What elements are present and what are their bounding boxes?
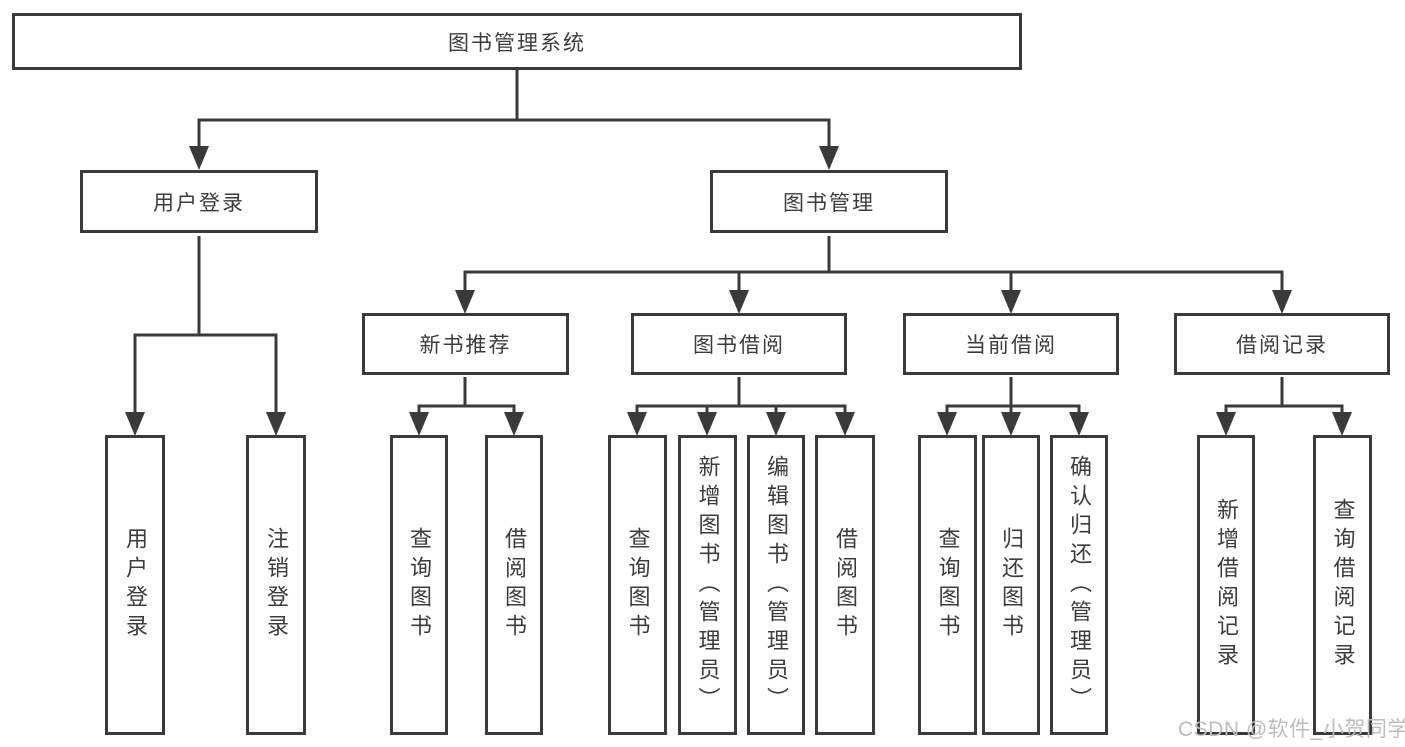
node-label: 借阅图书: [502, 527, 527, 643]
node-label: 借阅记录: [1236, 334, 1328, 357]
node-label: 图书借阅: [693, 334, 785, 357]
leaf-logout: 注销登录: [246, 435, 306, 735]
node-book-management: 图书管理: [710, 170, 948, 233]
node-label: 查询图书: [625, 527, 651, 643]
node-book-borrowing: 图书借阅: [631, 313, 847, 375]
leaf-borrow-books-recommend: 借阅图书: [485, 435, 543, 735]
node-label: 图书管理: [783, 191, 875, 215]
node-label: 用户登录: [153, 191, 245, 215]
node-label: 新增图书（管理员）: [695, 454, 721, 716]
node-new-book-recommendation: 新书推荐: [362, 313, 569, 375]
node-label: 查询借阅记录: [1330, 498, 1356, 672]
node-label: 用户登录: [123, 527, 148, 643]
node-label: 确认归还（管理员）: [1067, 454, 1092, 716]
node-label: 归还图书: [999, 527, 1024, 643]
leaf-add-books-admin: 新增图书（管理员）: [678, 435, 737, 735]
leaf-return-books: 归还图书: [982, 435, 1040, 735]
leaf-query-books-recommend: 查询图书: [390, 435, 448, 735]
node-user-login: 用户登录: [80, 170, 318, 233]
leaf-confirm-return-admin: 确认归还（管理员）: [1050, 435, 1108, 735]
node-library-management-system: 图书管理系统: [12, 13, 1022, 70]
node-label: 查询图书: [935, 527, 961, 643]
leaf-borrow-books-borrowing: 借阅图书: [815, 435, 875, 735]
leaf-user-login: 用户登录: [105, 435, 165, 735]
leaf-add-borrow-record: 新增借阅记录: [1197, 435, 1255, 735]
node-label: 借阅图书: [833, 527, 858, 643]
watermark: CSDN @软件_小贺同学: [1178, 718, 1405, 741]
node-label: 当前借阅: [965, 334, 1057, 357]
leaf-query-books-current: 查询图书: [918, 435, 977, 735]
node-label: 注销登录: [264, 527, 289, 643]
node-current-borrowing: 当前借阅: [903, 313, 1119, 375]
node-label: 编辑图书（管理员）: [764, 454, 789, 716]
leaf-edit-books-admin: 编辑图书（管理员）: [747, 435, 805, 735]
node-label: 新增借阅记录: [1214, 498, 1239, 672]
node-borrowing-records: 借阅记录: [1174, 313, 1390, 375]
node-label: 新书推荐: [419, 334, 512, 357]
leaf-query-borrow-record: 查询借阅记录: [1313, 435, 1372, 735]
leaf-query-books-borrowing: 查询图书: [608, 435, 667, 735]
node-label: 查询图书: [407, 527, 432, 643]
node-label: 图书管理系统: [448, 31, 586, 55]
